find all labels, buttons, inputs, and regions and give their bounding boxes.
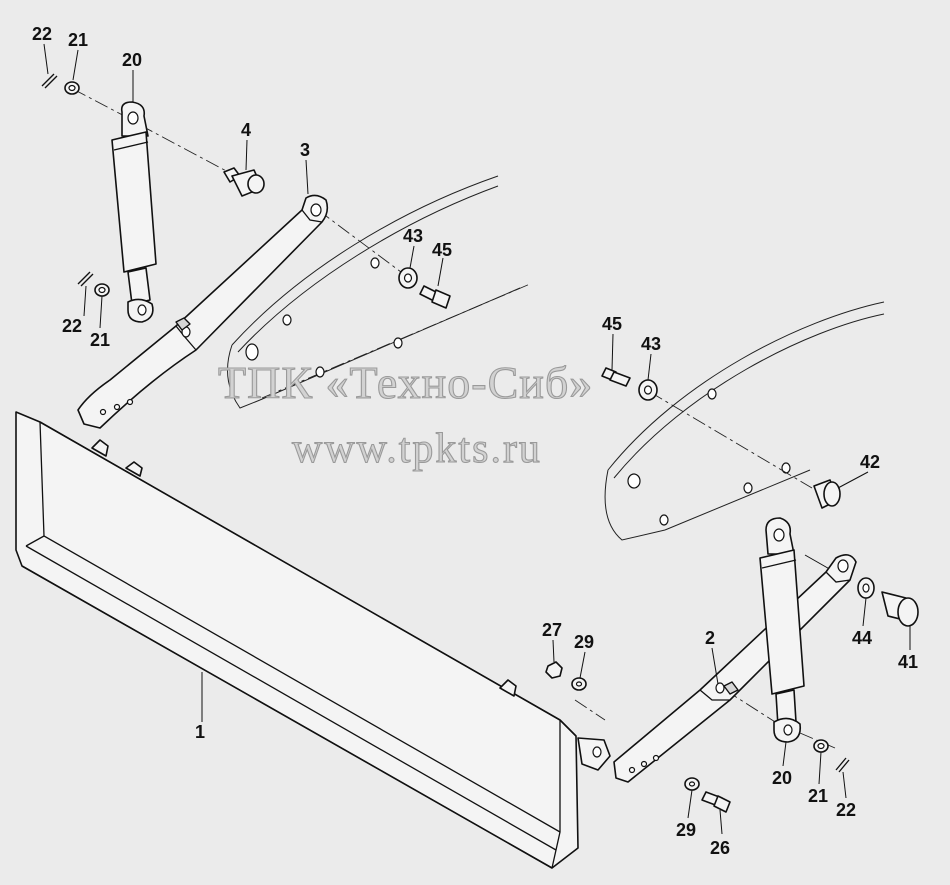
callout-2: 2 <box>705 628 715 648</box>
part-22-pin-a <box>41 73 58 89</box>
part-26-bolt <box>701 791 731 813</box>
leader-lines <box>43 43 911 835</box>
callout-21: 21 <box>68 30 88 50</box>
watermark-company: ТПК «Техно-Сиб» <box>218 357 593 408</box>
callout-43: 43 <box>403 226 423 246</box>
callout-3: 3 <box>300 140 310 160</box>
part-22-pin-b <box>77 271 94 287</box>
part-29-washer-b <box>684 777 700 791</box>
callout-29: 29 <box>574 632 594 652</box>
callout-labels: 22 21 20 4 3 43 45 22 21 45 43 42 44 41 … <box>32 24 918 858</box>
frame-left <box>227 175 531 409</box>
part-43-washer-left <box>398 267 418 289</box>
callout-29: 29 <box>676 820 696 840</box>
callout-21: 21 <box>808 786 828 806</box>
callout-45: 45 <box>432 240 452 260</box>
part-42-bushing <box>813 479 841 509</box>
part-44-washer <box>857 577 875 599</box>
callout-20: 20 <box>772 768 792 788</box>
part-27-nut <box>545 661 563 679</box>
part-41-pin <box>881 591 919 627</box>
callout-22: 22 <box>32 24 52 44</box>
part-29-washer-a <box>571 677 587 691</box>
part-1-blade <box>15 411 611 869</box>
part-3-push-arm-left <box>77 194 329 429</box>
callout-45: 45 <box>602 314 622 334</box>
frame-right <box>604 301 885 541</box>
callout-22: 22 <box>62 316 82 336</box>
callout-43: 43 <box>641 334 661 354</box>
part-4-stud <box>223 167 265 197</box>
callout-20: 20 <box>122 50 142 70</box>
callout-44: 44 <box>852 628 872 648</box>
part-20-cylinder-left <box>111 101 157 323</box>
part-21-nut-b <box>94 283 110 297</box>
watermark-url: www.tpkts.ru <box>292 426 542 472</box>
part-43-washer-right <box>638 379 658 401</box>
part-21-nut-a <box>64 81 80 95</box>
part-21-nut-c <box>813 739 829 753</box>
callout-41: 41 <box>898 652 918 672</box>
callout-27: 27 <box>542 620 562 640</box>
part-45-bolt-right <box>601 367 631 387</box>
callout-22: 22 <box>836 800 856 820</box>
callout-42: 42 <box>860 452 880 472</box>
callout-21: 21 <box>90 330 110 350</box>
part-20-cylinder-right <box>759 517 805 743</box>
callout-1: 1 <box>195 722 205 742</box>
part-22-pin-c <box>835 757 850 773</box>
callout-4: 4 <box>241 120 251 140</box>
callout-26: 26 <box>710 838 730 858</box>
part-45-bolt-left <box>419 285 451 309</box>
